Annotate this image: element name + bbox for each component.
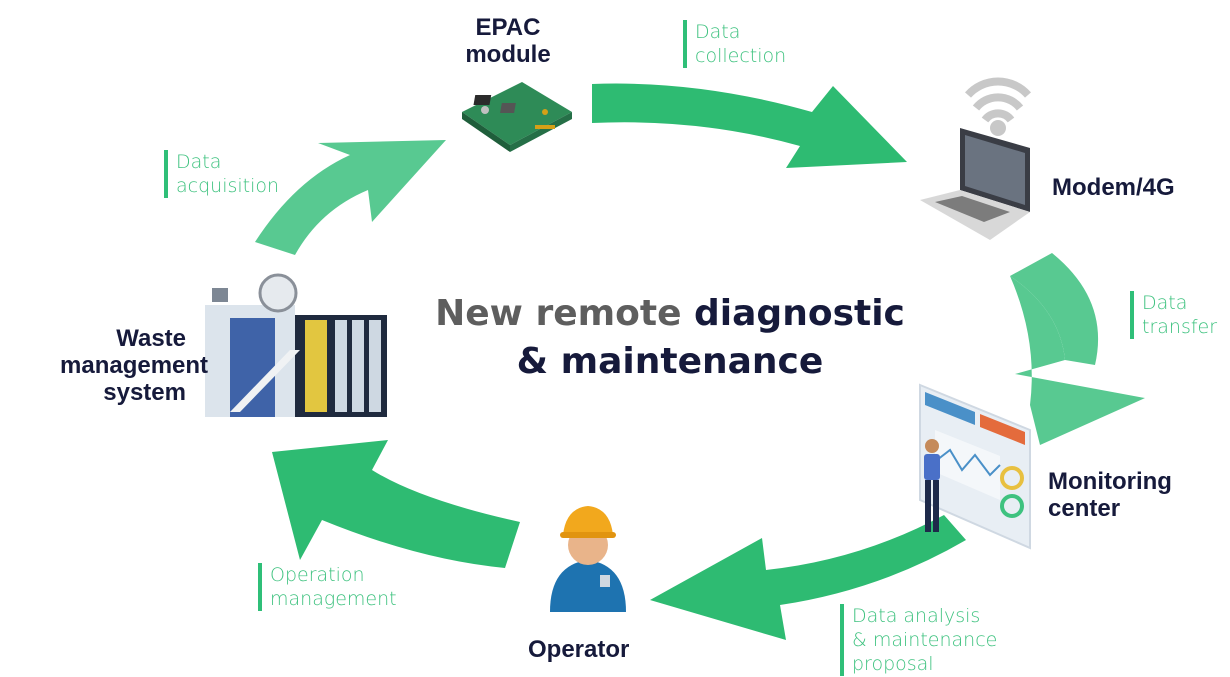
monitoring-label-line1: Monitoring — [1048, 468, 1172, 495]
step-text: & maintenance — [852, 629, 998, 651]
modem-label: Modem/4G — [1052, 174, 1175, 201]
title-line1-dark: diagnostic — [694, 293, 905, 334]
step-data-acquisition: Data acquisition — [164, 150, 279, 198]
step-text: Data — [1142, 292, 1188, 314]
arrow-data-analysis — [650, 515, 966, 640]
arrow-operation-management — [272, 440, 520, 568]
step-text: Data — [695, 21, 741, 43]
waste-system-label: Waste management system — [60, 325, 209, 406]
laptop-wifi-icon — [920, 77, 1031, 240]
arrow-data-transfer — [1010, 276, 1145, 445]
epac-label-line1: EPAC — [475, 14, 541, 41]
epac-label-line2: module — [465, 41, 551, 68]
step-text: Operation — [270, 564, 365, 586]
waste-system-machine-icon — [205, 273, 387, 417]
center-title: New remote diagnostic & maintenance — [400, 290, 940, 386]
monitoring-center-label: Monitoring center — [1048, 468, 1172, 522]
step-data-collection: Data collection — [683, 20, 786, 68]
step-text: proposal — [852, 653, 934, 675]
step-text: transfer — [1142, 316, 1218, 338]
epac-module-label: EPAC module — [458, 14, 558, 68]
waste-label-line3: system — [103, 379, 186, 406]
step-data-transfer: Data transfer — [1130, 291, 1217, 339]
circuit-board-icon — [462, 82, 572, 152]
arrow-data-acquisition — [255, 140, 446, 255]
step-operation-management: Operation management — [258, 563, 397, 611]
operator-hardhat-icon — [550, 506, 626, 612]
monitoring-label-line2: center — [1048, 495, 1121, 522]
arrow-data-collection — [592, 83, 907, 168]
waste-label-line2: management — [60, 352, 209, 379]
waste-label-line1: Waste — [116, 325, 186, 352]
arrow-data-transfer-top — [1010, 253, 1099, 365]
step-text: Data analysis — [852, 605, 981, 627]
step-text: management — [270, 588, 397, 610]
title-line2: & maintenance — [516, 341, 824, 382]
step-text: acquisition — [176, 175, 280, 197]
step-text: collection — [695, 45, 787, 67]
step-text: Data — [176, 151, 222, 173]
operator-label: Operator — [528, 636, 630, 663]
title-line1-gray: New remote — [435, 293, 695, 334]
dashboard-person-icon — [919, 383, 1031, 550]
step-data-analysis: Data analysis & maintenance proposal — [840, 604, 997, 676]
